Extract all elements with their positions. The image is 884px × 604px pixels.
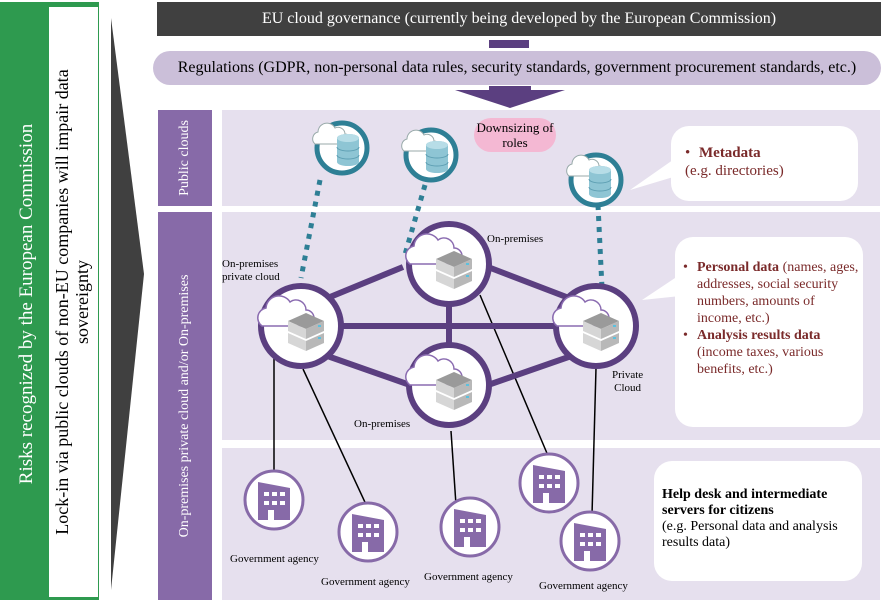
metadata-content: • Metadata (e.g. directories) [685,144,784,180]
agency-label-4: Government agency [539,580,628,592]
agency-link-2 [302,368,371,514]
node-right-label-line2: Cloud [614,382,642,394]
onprem-section-label: On-premises private cloud and/or On-prem… [158,212,212,600]
risk-description-box: Lock-in via public clouds of non-EU comp… [49,7,98,597]
risk-panel: Risks recognized by the European Commiss… [0,2,99,600]
node-right [552,283,639,369]
node-left-label: On-premises private cloud [222,258,280,284]
agency-1 [243,469,305,531]
agency-label-3: Government agency [424,571,513,583]
analysis-data-desc: (income taxes, various benefits, etc.) [697,345,824,377]
public-cloud-1 [312,120,370,176]
public-cloud-2 [401,127,459,183]
help-desk-desc: (e.g. Personal data and analysis results… [662,519,838,550]
metadata-desc: (e.g. directories) [685,163,784,179]
personal-data-content: • Personal data (names, ages, addresses,… [683,259,859,378]
bullet-icon: • [683,328,688,343]
agency-5 [559,510,621,572]
public-cloud-3 [566,152,624,208]
public-link-3 [595,204,605,289]
agency-2 [337,501,399,563]
public-link-2 [401,184,428,259]
agency-label-1: Government agency [230,553,319,565]
metadata-callout: • Metadata (e.g. directories) [671,126,858,201]
downsizing-line2: roles [502,135,528,150]
help-desk-title: Help desk and intermediate servers for c… [662,487,828,518]
personal-data-desc: (names, ages, addresses, social security… [697,260,859,326]
help-desk-content: Help desk and intermediate servers for c… [662,487,862,551]
regulations-banner: Regulations (GDPR, non-personal data rul… [153,51,881,85]
personal-data-callout: • Personal data (names, ages, addresses,… [675,237,863,427]
agency-4 [518,452,580,514]
node-right-label-line1: Private [612,369,644,381]
analysis-data-title: Analysis results data [697,328,821,343]
bullet-icon: • [683,260,688,275]
downsizing-badge: Downsizing of roles [474,118,556,152]
agency-label-2: Government agency [321,576,410,588]
right-chevron-arrow [111,18,144,590]
public-link-1 [298,179,323,279]
node-left [257,283,344,369]
node-top [405,221,492,307]
metadata-callout-pointer [630,155,680,190]
governance-banner: EU cloud governance (currently being dev… [157,2,881,36]
node-bottom-label: On-premises [354,418,411,430]
node-left-label-line1: On-premises [222,258,279,270]
node-right-label: Private Cloud [612,369,643,395]
governance-connector [489,40,529,48]
node-bottom [405,342,492,428]
agency-link-5 [591,367,597,516]
metadata-title: Metadata [699,145,761,161]
help-desk-callout: Help desk and intermediate servers for c… [654,461,862,581]
bullet-icon: • [685,145,691,161]
personal-data-title: Personal data [697,260,780,275]
downsizing-line1: Downsizing of [476,120,554,135]
agency-3 [439,496,501,558]
node-top-label: On-premises [487,233,544,245]
down-arrow-icon [455,86,565,108]
node-left-label-line2: private cloud [222,271,280,283]
public-clouds-section-label: Public clouds [158,110,212,206]
agency-link-3 [450,430,457,506]
